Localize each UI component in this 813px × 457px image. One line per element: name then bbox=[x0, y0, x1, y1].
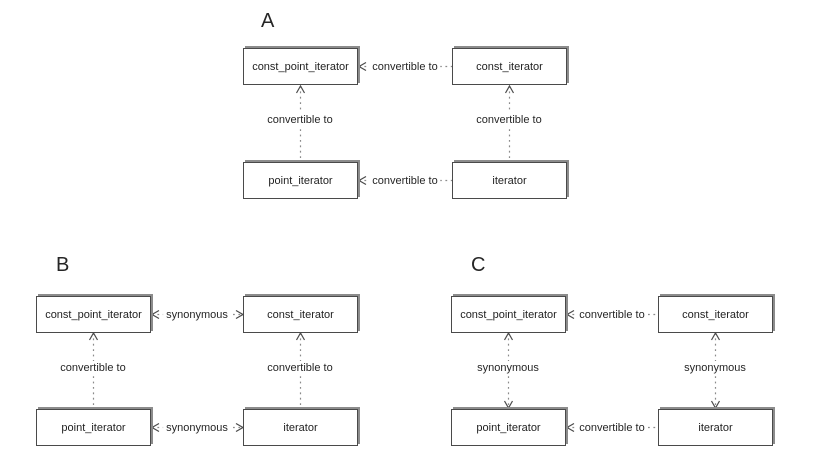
a-top-horizontal-left-arrowhead-icon bbox=[357, 61, 367, 72]
c-left-vertical-up-arrowhead-icon bbox=[503, 331, 514, 341]
a-bottom-horizontal-left-arrowhead-icon bbox=[357, 175, 367, 186]
a-node-const-point-iterator: const_point_iterator bbox=[243, 48, 358, 85]
a-right-vertical-up-arrowhead-icon bbox=[504, 84, 515, 94]
c-left-vertical-edge-label: synonymous bbox=[474, 361, 542, 375]
c-top-horizontal-left-arrowhead-icon bbox=[565, 309, 575, 320]
a-left-vertical-edge-label: convertible to bbox=[264, 113, 336, 127]
b-node-const-iterator: const_iterator bbox=[243, 296, 358, 333]
b-top-horizontal-edge-label: synonymous bbox=[163, 308, 231, 322]
c-node-const-point-iterator: const_point_iterator bbox=[451, 296, 566, 333]
a-top-horizontal-edge-label: convertible to bbox=[369, 60, 441, 74]
b-node-iterator: iterator bbox=[243, 409, 358, 446]
a-node-iterator: iterator bbox=[452, 162, 567, 199]
a-node-point-iterator: point_iterator bbox=[243, 162, 358, 199]
a-left-vertical-up-arrowhead-icon bbox=[295, 84, 306, 94]
b-node-const-point-iterator: const_point_iterator bbox=[36, 296, 151, 333]
b-right-vertical-up-arrowhead-icon bbox=[295, 331, 306, 341]
c-right-vertical-edge-label: synonymous bbox=[681, 361, 749, 375]
a-right-vertical-edge-label: convertible to bbox=[473, 113, 545, 127]
diagram-b-title: B bbox=[56, 254, 70, 276]
diagram-a-title: A bbox=[261, 10, 275, 32]
c-top-horizontal-edge-label: convertible to bbox=[576, 308, 648, 322]
c-bottom-horizontal-edge-label: convertible to bbox=[576, 421, 648, 435]
b-node-point-iterator: point_iterator bbox=[36, 409, 151, 446]
c-right-vertical-up-arrowhead-icon bbox=[710, 331, 721, 341]
b-bottom-horizontal-left-arrowhead-icon bbox=[150, 422, 160, 433]
a-node-const-iterator: const_iterator bbox=[452, 48, 567, 85]
c-right-vertical-down-arrowhead-icon bbox=[710, 400, 721, 410]
b-top-horizontal-left-arrowhead-icon bbox=[150, 309, 160, 320]
b-left-vertical-edge-label: convertible to bbox=[57, 361, 129, 375]
c-left-vertical-down-arrowhead-icon bbox=[503, 400, 514, 410]
a-bottom-horizontal-edge-label: convertible to bbox=[369, 174, 441, 188]
c-node-point-iterator: point_iterator bbox=[451, 409, 566, 446]
b-left-vertical-up-arrowhead-icon bbox=[88, 331, 99, 341]
diagram-c-title: C bbox=[471, 254, 486, 276]
c-bottom-horizontal-left-arrowhead-icon bbox=[565, 422, 575, 433]
c-node-iterator: iterator bbox=[658, 409, 773, 446]
c-node-const-iterator: const_iterator bbox=[658, 296, 773, 333]
b-bottom-horizontal-edge-label: synonymous bbox=[163, 421, 231, 435]
b-right-vertical-edge-label: convertible to bbox=[264, 361, 336, 375]
